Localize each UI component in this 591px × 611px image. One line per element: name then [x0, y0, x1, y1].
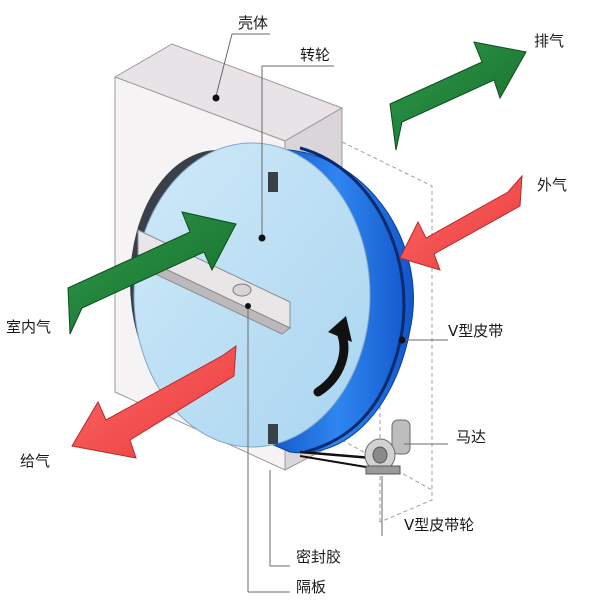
outdoor-air-arrow-icon [399, 174, 523, 271]
leader-lines [215, 33, 448, 593]
belt-and-motor [299, 419, 411, 475]
vbelt-marker-dot [398, 336, 406, 344]
label-motor: 马达 [456, 428, 487, 446]
label-v-belt-pulley: V型皮带轮 [404, 516, 475, 534]
label-supply-air: 给气 [20, 452, 51, 470]
rotor-marker-dot [258, 234, 266, 242]
label-rotor: 转轮 [300, 46, 331, 64]
label-partition: 隔板 [296, 578, 327, 596]
motor-icon [364, 419, 411, 475]
partition-marker-dot [245, 303, 251, 309]
exhaust-arrow-icon [389, 41, 527, 151]
supply-air-arrow-icon [71, 344, 237, 459]
label-casing: 壳体 [238, 14, 269, 32]
casing-marker-dot [212, 94, 220, 102]
rotation-arrow-icon [313, 316, 352, 397]
label-exhaust: 排气 [534, 32, 565, 50]
label-sealant: 密封胶 [296, 548, 342, 566]
indoor-air-arrow-icon [67, 211, 237, 335]
label-outdoor-air: 外气 [537, 176, 568, 194]
label-v-belt: V型皮带 [448, 322, 504, 340]
label-indoor-air: 室内气 [6, 318, 52, 336]
